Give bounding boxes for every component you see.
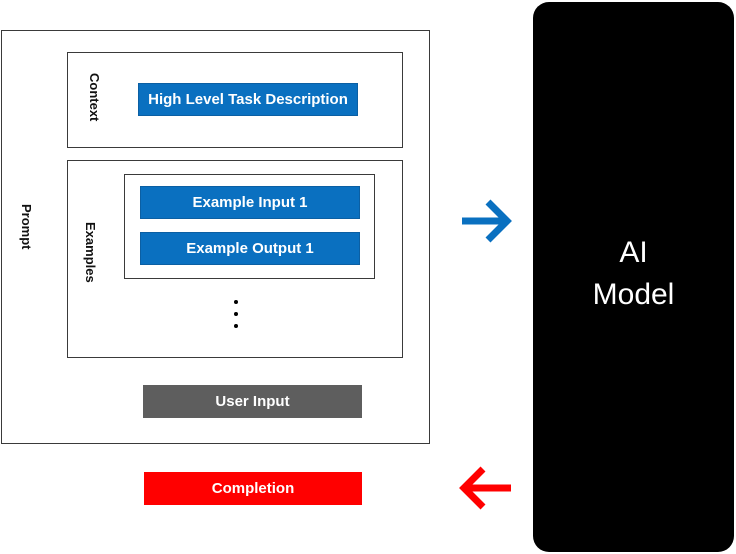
user-input-block: User Input (143, 385, 362, 418)
context-label: Context (87, 73, 102, 122)
prompt-label: Prompt (19, 204, 34, 250)
example-input-block: Example Input 1 (140, 186, 360, 219)
vertical-ellipsis-icon (234, 300, 240, 336)
example-output-block: Example Output 1 (140, 232, 360, 265)
arrow-right-icon (462, 199, 512, 243)
ai-model-label-line2: Model (592, 278, 675, 311)
arrow-left-icon (459, 466, 511, 510)
completion-block: Completion (144, 472, 362, 505)
task-description-block: High Level Task Description (138, 83, 358, 116)
ai-model-label: AI Model (593, 232, 675, 316)
ai-model-label-line1: AI (619, 236, 648, 269)
examples-label: Examples (83, 222, 98, 283)
ai-model-block: AI Model (533, 2, 734, 552)
